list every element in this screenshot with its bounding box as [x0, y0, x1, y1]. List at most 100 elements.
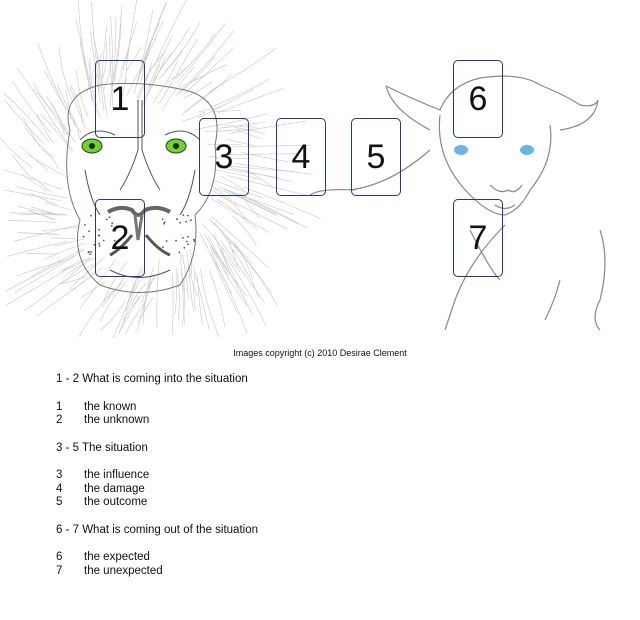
mane-stroke: [215, 262, 248, 334]
mane-stroke: [88, 62, 101, 118]
mane-stroke: [59, 257, 91, 272]
legend-number: 1: [56, 400, 63, 413]
mane-stroke: [245, 169, 274, 189]
mane-stroke: [140, 0, 168, 69]
whisker-dot: [87, 250, 90, 253]
whisker-dot: [165, 240, 168, 242]
mane-stroke: [243, 186, 321, 220]
mane-stroke: [112, 283, 137, 339]
mane-stroke: [90, 68, 95, 102]
mane-stroke: [240, 195, 260, 219]
card-2: 2: [95, 199, 145, 277]
mane-stroke: [40, 114, 72, 152]
whisker-dot: [88, 230, 90, 233]
mane-stroke: [197, 276, 203, 326]
mane-stroke: [174, 34, 215, 80]
whisker-dot: [175, 239, 177, 242]
whisker-dot: [193, 238, 195, 241]
mane-stroke: [180, 253, 185, 292]
mane-stroke: [184, 47, 234, 95]
legend-number: 6: [56, 551, 63, 563]
mane-stroke: [218, 88, 284, 113]
mane-stroke: [186, 250, 198, 296]
mane-stroke: [133, 10, 153, 94]
legend-number: 5: [56, 496, 63, 508]
mane-stroke: [232, 249, 260, 298]
mane-stroke: [162, 66, 195, 110]
whisker-dot: [108, 216, 111, 219]
section-heading: 6 - 7 What is coming out of the situatio…: [56, 523, 258, 536]
mane-stroke: [232, 192, 299, 225]
mane-stroke: [156, 259, 160, 328]
legend-text: the influence: [84, 469, 150, 481]
mane-stroke: [4, 189, 62, 202]
mane-stroke: [125, 46, 143, 72]
mane-stroke: [176, 23, 226, 83]
mane-stroke: [110, 76, 116, 107]
mane-stroke: [214, 113, 268, 127]
mane-stroke: [234, 163, 313, 175]
mane-stroke: [141, 275, 155, 313]
mane-stroke: [27, 210, 56, 220]
mane-stroke: [24, 126, 55, 159]
mane-stroke: [37, 43, 66, 110]
mane-stroke: [103, 60, 112, 91]
whisker-dot: [113, 239, 116, 242]
mane-stroke: [232, 215, 257, 247]
legend-text: the outcome: [84, 496, 148, 508]
mane-stroke: [209, 243, 248, 307]
mane-stroke: [7, 220, 57, 223]
mane-stroke: [5, 265, 74, 306]
legend-text: the damage: [84, 482, 145, 495]
mane-stroke: [14, 250, 84, 293]
mane-stroke: [124, 0, 138, 84]
mane-stroke: [98, 53, 102, 95]
mane-stroke: [60, 263, 94, 285]
card-7: 7: [453, 199, 503, 277]
mane-stroke: [146, 36, 173, 91]
whisker-dot: [185, 221, 188, 223]
card-5: 5: [351, 118, 401, 196]
mane-stroke: [220, 175, 245, 191]
whisker-dot: [89, 253, 92, 256]
mane-stroke: [194, 64, 228, 82]
whisker-dot: [163, 222, 165, 225]
mane-stroke: [140, 2, 167, 83]
mane-stroke: [208, 218, 253, 264]
whisker-dot: [182, 237, 184, 239]
mane-stroke: [192, 263, 210, 330]
card-3: 3: [199, 118, 249, 196]
mane-stroke: [211, 216, 269, 268]
mane-stroke: [213, 221, 234, 253]
whisker-dot: [90, 214, 92, 217]
mane-stroke: [143, 267, 154, 325]
mane-stroke: [222, 233, 272, 294]
mane-stroke: [26, 253, 58, 255]
mane-stroke: [80, 281, 106, 298]
mane-stroke: [56, 84, 76, 128]
mane-stroke: [175, 270, 178, 314]
mane-stroke: [141, 64, 161, 108]
mane-stroke: [218, 186, 294, 215]
mane-stroke: [36, 113, 54, 144]
mane-stroke: [12, 155, 31, 179]
mane-stroke: [44, 71, 82, 134]
mane-stroke: [20, 172, 48, 192]
whisker-dot: [187, 235, 189, 238]
mane-stroke: [158, 50, 184, 80]
section-heading: 3 - 5 The situation: [56, 441, 148, 454]
mane-stroke: [217, 242, 239, 285]
mane-stroke: [210, 245, 253, 315]
mane-stroke: [213, 110, 242, 113]
mane-stroke: [159, 38, 198, 104]
whisker-dot: [163, 221, 166, 224]
position-legend: 1 - 2 What is coming into the situation …: [56, 373, 258, 578]
whisker-dot: [161, 218, 164, 221]
whisker-dot: [179, 221, 182, 224]
whisker-dot: [110, 224, 113, 227]
mane-stroke: [62, 257, 96, 278]
whisker-dot: [178, 251, 181, 254]
mane-stroke: [30, 193, 58, 206]
